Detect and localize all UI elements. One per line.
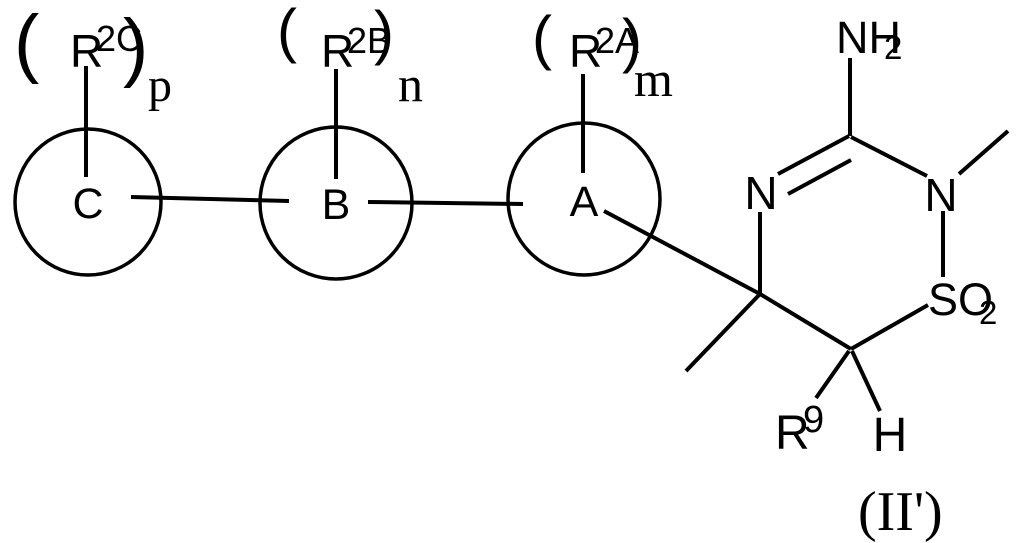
group-b-count-n: n [398,56,423,112]
nitrogen-right-label: N [924,169,958,221]
group-a-paren-open: ( [532,4,552,71]
bond-a-c5 [603,209,761,296]
nitrogen-left-label: N [744,167,778,219]
group-b-paren-open: ( [277,0,297,64]
bond-c5-methyl [684,292,762,373]
ring-a-label: A [569,178,599,226]
amino-nh-label: NH [836,12,901,63]
r9-superscript: 9 [803,399,825,441]
bond-c5-c6 [758,292,853,351]
group-c-count-p: p [148,59,172,112]
bond-n2-methyl [957,129,1010,176]
group-c-r-label: R [70,25,104,77]
group-b-r-label: R [321,25,355,77]
sulfonyl-so-label: SO [928,274,994,325]
bond-c6-h [850,350,882,412]
group-c-superscript: 2C [96,18,143,59]
group-b-paren-close: ) [374,0,394,66]
bond-c6-r9 [814,349,851,400]
bond-b-a [367,200,524,206]
bond-c3-n4-double-inner [787,158,852,196]
group-c-paren-open: ( [14,0,40,85]
group-c-paren-close: ) [123,4,149,89]
hydrogen-label: H [872,409,908,462]
group-a-count-m: m [634,51,673,107]
bond-c3-n2 [850,135,928,178]
r9-label: R [775,407,810,460]
ring-c-label: C [72,180,104,228]
group-b-superscript: 2B [347,20,392,61]
amino-sub-2: 2 [884,29,903,66]
group-a-superscript: 2A [595,20,640,61]
sulfonyl-sub-2: 2 [979,294,998,331]
formula-number-label: (II') [858,481,943,543]
group-a-paren-close: ) [622,7,642,74]
group-a-r-label: R [569,25,603,77]
ring-b-label: B [321,181,351,229]
bond-c-b [130,195,290,203]
bond-c3-n4-double-outer [777,134,850,176]
bond-c6-s [850,303,929,351]
